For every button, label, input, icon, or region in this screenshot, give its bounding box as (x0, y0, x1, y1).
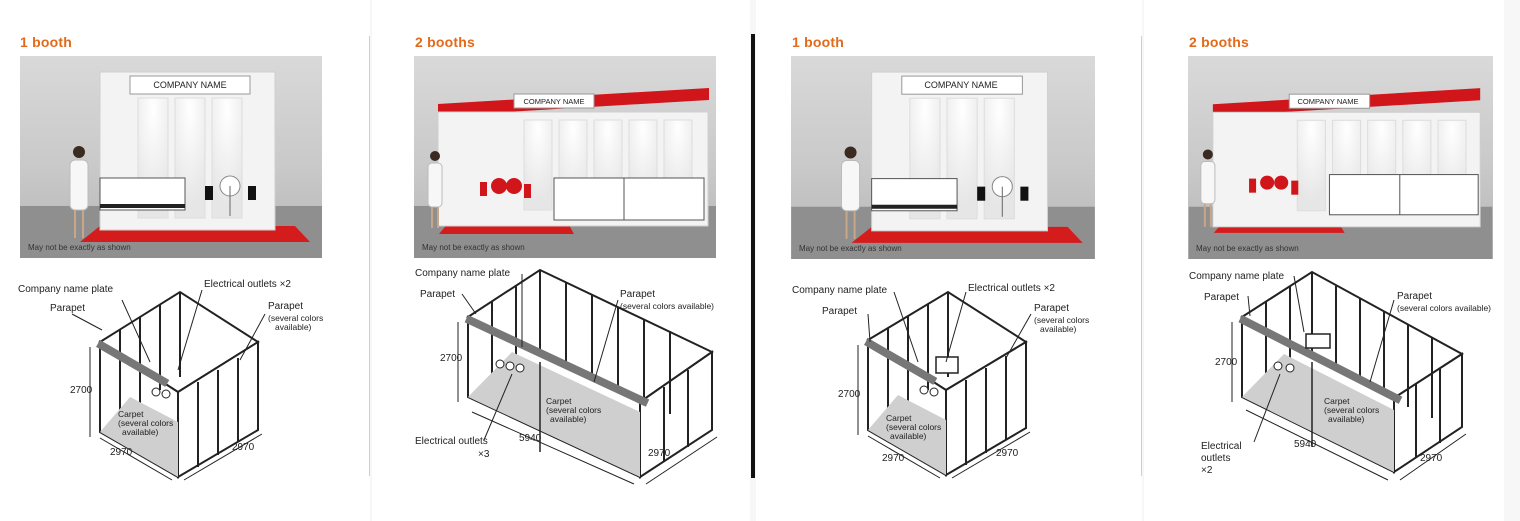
carpet-label: Carpet (1324, 396, 1350, 406)
parapet-label-left: Parapet (822, 306, 858, 317)
photo-caption: May not be exactly as shown (1196, 244, 1299, 253)
carpet-colors-note: (several colors (546, 405, 602, 415)
depth-dimension: 2970 (110, 447, 133, 458)
panel-divider (369, 36, 370, 476)
panel-2-booths-b: 2 booths COMPANY NAME May not be exact (1144, 0, 1504, 521)
electrical-outlets-count: ×2 (1201, 465, 1213, 476)
height-dimension: 2700 (838, 389, 861, 400)
photo-caption: May not be exactly as shown (799, 244, 902, 253)
booth-photo: COMPANY NAME May not be exactly as shown (791, 56, 1095, 259)
electrical-outlets-label: Electrical (1201, 441, 1242, 452)
panel-title: 1 booth (20, 34, 72, 50)
photo-caption: May not be exactly as shown (28, 243, 131, 252)
parapet-label-right: Parapet (268, 301, 304, 312)
booth-render-2 (414, 88, 716, 258)
booth-diagram-1: Company name plate Parapet Electrical ou… (0, 262, 370, 492)
company-name-plate-label: Company name plate (1189, 271, 1285, 282)
booth-wireframe (457, 268, 718, 485)
electrical-outlets-count: ×3 (478, 449, 490, 460)
width-dimension: 5940 (519, 433, 542, 444)
carpet-colors-note-2: available) (1328, 414, 1365, 424)
parapet-colors-note-2: available) (275, 322, 312, 332)
electrical-outlets-label: Electrical outlets ×2 (204, 279, 291, 290)
booth-diagram-4: Company name plate Parapet Parapet (seve… (1144, 262, 1504, 492)
carpet-colors-note-2: available) (890, 431, 927, 441)
carpet-colors-note-2: available) (550, 414, 587, 424)
booth-wireframe (857, 290, 1032, 479)
booth-render-4 (1188, 88, 1493, 259)
company-name-plate-text: COMPANY NAME (1297, 97, 1359, 106)
parapet-colors-note: (several colors available) (620, 301, 715, 311)
panel-title: 1 booth (792, 34, 844, 50)
width-dimension: 2970 (232, 442, 255, 453)
electrical-outlets-label: Electrical outlets ×2 (968, 283, 1055, 294)
panel-1-booth-b: 1 booth COMPANY NAME May not be exactly … (756, 0, 1142, 521)
panel-title: 2 booths (415, 34, 475, 50)
depth-dimension: 2970 (882, 453, 905, 464)
carpet-colors-note: (several colors (886, 422, 942, 432)
height-dimension: 2700 (440, 353, 463, 364)
carpet-label: Carpet (886, 413, 912, 423)
carpet-label: Carpet (546, 396, 572, 406)
company-name-plate-label: Company name plate (792, 285, 888, 296)
depth-dimension: 2970 (648, 448, 671, 459)
carpet-colors-note-2: available) (122, 427, 159, 437)
booth-diagram-3: Company name plate Parapet Electrical ou… (756, 262, 1142, 492)
panel-group-divider (751, 34, 755, 478)
height-dimension: 2700 (70, 385, 93, 396)
parapet-colors-note: (several colors (1034, 315, 1090, 325)
parapet-label-right: Parapet (1034, 303, 1070, 314)
company-name-plate-label: Company name plate (18, 284, 114, 295)
parapet-label-left: Parapet (50, 303, 86, 314)
height-dimension: 2700 (1215, 357, 1238, 368)
booth-photo: COMPANY NAME May not be exactly as shown (414, 56, 716, 258)
booth-render-1 (20, 71, 322, 258)
width-dimension: 2970 (996, 448, 1019, 459)
depth-dimension: 2970 (1420, 453, 1443, 464)
electrical-outlets-label-2: outlets (1201, 453, 1231, 464)
booth-wireframe (71, 289, 266, 481)
company-name-plate-label: Company name plate (415, 268, 511, 279)
booth-wireframe (1231, 270, 1467, 481)
company-name-plate-text: COMPANY NAME (153, 80, 227, 90)
company-name-plate-text: COMPANY NAME (924, 80, 998, 90)
carpet-colors-note: (several colors (118, 418, 174, 428)
carpet-label: Carpet (118, 409, 144, 419)
panel-1-booth-a: 1 booth COMPANY NAME May not be exactly … (0, 0, 370, 521)
width-dimension: 5940 (1294, 439, 1317, 450)
panel-title: 2 booths (1189, 34, 1249, 50)
company-name-plate-text: COMPANY NAME (523, 97, 585, 106)
parapet-label-left: Parapet (1204, 292, 1240, 303)
parapet-colors-note: (several colors available) (1397, 303, 1492, 313)
photo-caption: May not be exactly as shown (422, 243, 525, 252)
booth-photo: COMPANY NAME May not be exactly as shown (1188, 56, 1493, 259)
parapet-label-left: Parapet (420, 289, 456, 300)
electrical-outlets-label: Electrical outlets (415, 436, 488, 447)
booth-photo: COMPANY NAME May not be exactly as shown (20, 56, 322, 258)
parapet-colors-note: (several colors (268, 313, 324, 323)
booth-diagram-2: Company name plate Parapet Parapet (seve… (372, 262, 750, 492)
parapet-label-right: Parapet (1397, 291, 1433, 302)
parapet-colors-note-2: available) (1040, 324, 1077, 334)
booth-render-3 (791, 71, 1095, 259)
panel-2-booths-a: 2 booths COMPANY NAME May not be exact (372, 0, 750, 521)
parapet-label-right: Parapet (620, 289, 656, 300)
carpet-colors-note: (several colors (1324, 405, 1380, 415)
panel-divider (1141, 36, 1142, 476)
